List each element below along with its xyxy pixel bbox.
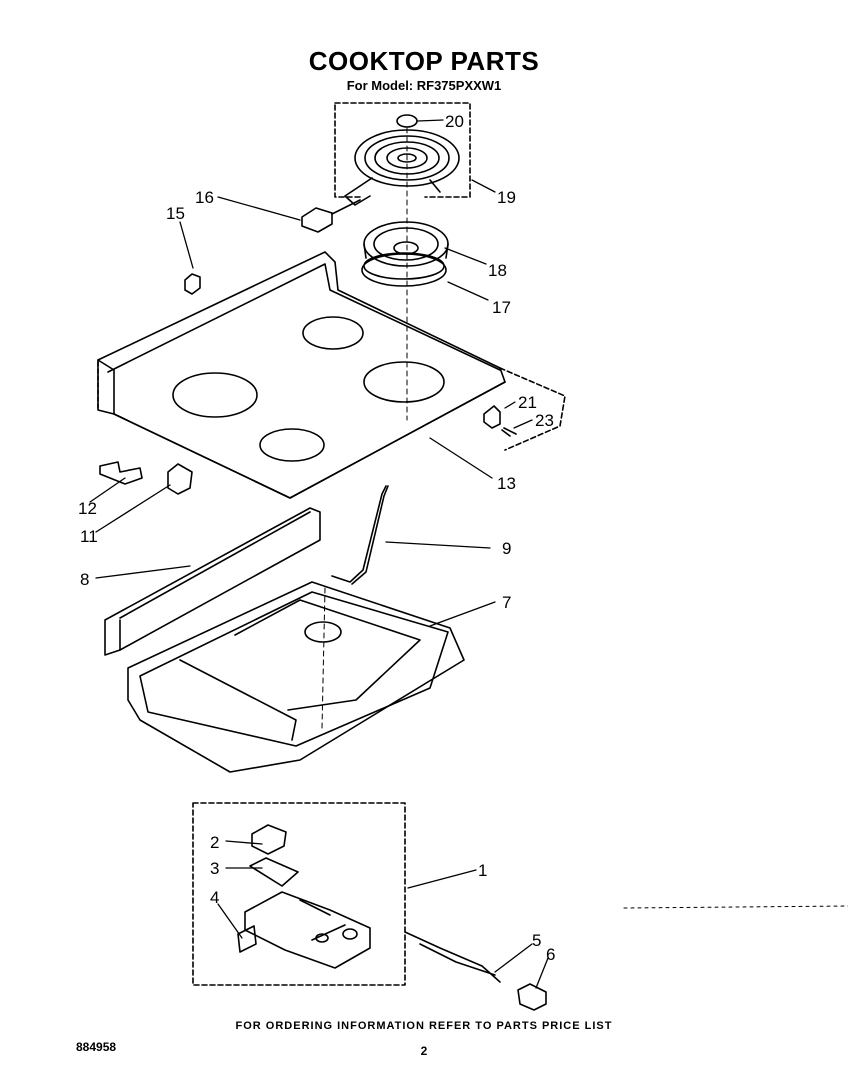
callout-12: 12 [78,499,97,518]
surface-element-part [344,129,460,206]
front-frame-part [104,507,321,656]
callout-13: 13 [497,474,516,493]
callout-23: 23 [535,411,554,430]
callout-6: 6 [546,945,555,964]
switch-group-box [192,802,406,986]
burner-box-part [127,581,465,773]
clip-part [184,273,201,295]
callout-18: 18 [488,261,507,280]
terminal-block-part [301,199,361,233]
support-rod-part [331,485,389,585]
element-cap-part [396,114,418,128]
ordering-note: FOR ORDERING INFORMATION REFER TO PARTS … [235,1020,613,1032]
document-number: 884958 [76,1040,117,1054]
callout-17: 17 [492,298,511,317]
switch-clip-part [237,925,257,953]
switch-part [251,824,287,855]
callout-8: 8 [80,570,89,589]
screw-part [501,427,517,437]
leader-lines [89,119,549,989]
callout-9: 9 [502,539,511,558]
callout-19: 19 [497,188,516,207]
callout-16: 16 [195,188,214,207]
page-title: COOKTOP PARTS [308,46,540,76]
callout-21: 21 [518,393,537,412]
bracket-part [483,405,501,429]
wire-harness-part [404,931,501,983]
trim-ring-part [361,252,447,287]
cooktop-part [97,251,566,499]
insulator-part [249,857,299,887]
page-number: 2 [420,1044,428,1058]
callout-1: 1 [478,861,487,880]
element-group-box [334,102,471,198]
hinge-part [99,461,143,485]
callout-3: 3 [210,859,219,878]
callout-20: 20 [445,112,464,131]
pin-cover-part [167,463,193,495]
callout-4: 4 [210,888,219,907]
callout-11: 11 [80,527,98,546]
callout-7: 7 [502,593,511,612]
callout-2: 2 [210,833,219,852]
switch-base-part [244,891,371,969]
model-subtitle: For Model: RF375PXXW1 [346,78,502,93]
drip-bowl-part [363,221,449,267]
callout-5: 5 [532,931,541,950]
callout-15: 15 [166,204,185,223]
connector-part [517,983,547,1011]
